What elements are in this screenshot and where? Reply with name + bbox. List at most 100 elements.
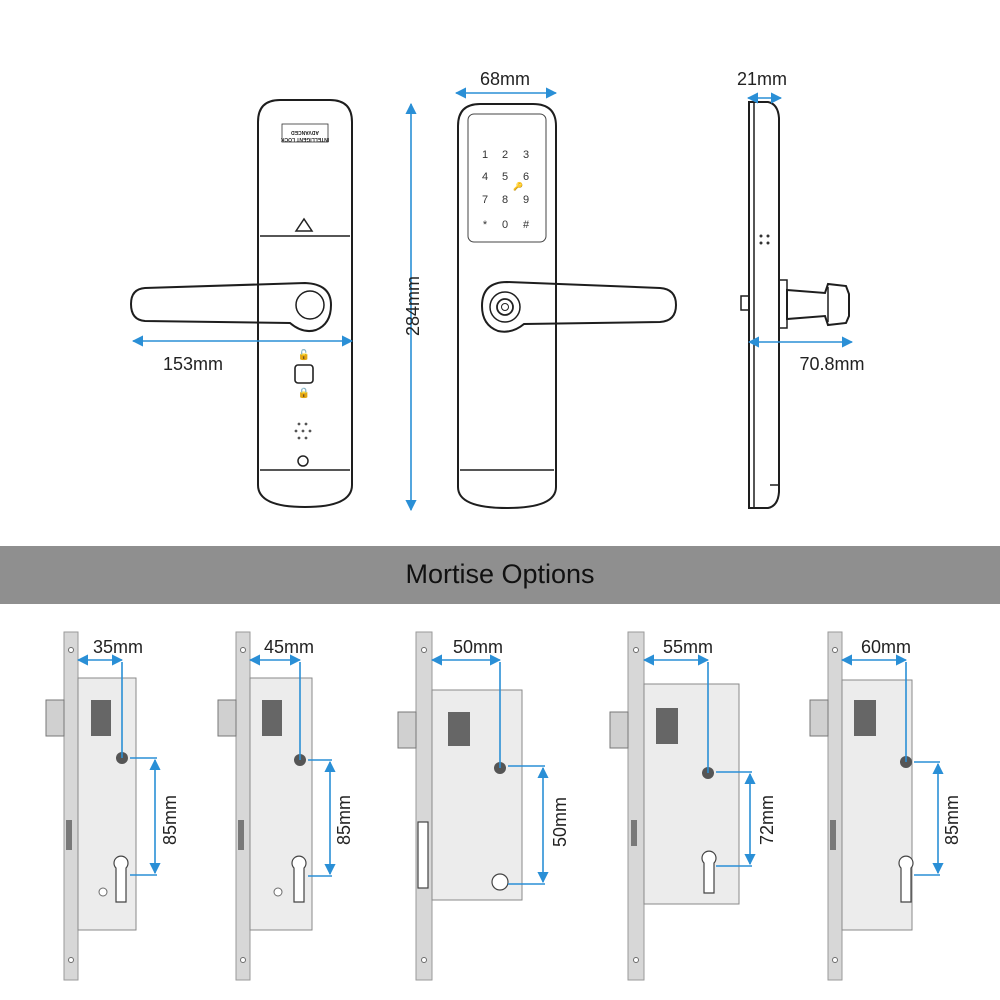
mortise-latch-bolt: [809, 699, 829, 737]
keypad-key[interactable]: *: [483, 219, 488, 231]
faceplate-screw-hole: [832, 647, 838, 653]
mortise-option-1: 35mm 85mm: [45, 631, 180, 981]
mortise-option-4: 55mm 72mm: [609, 631, 777, 981]
mortise-faceplate: [415, 631, 433, 981]
keypad-key[interactable]: 5: [502, 171, 508, 183]
mortise-cylinder-hole: [898, 855, 914, 903]
mortise-screw-hole: [98, 887, 108, 897]
keypad-key[interactable]: 6: [523, 171, 529, 183]
mortise-screw-hole: [273, 887, 283, 897]
mortise-faceplate: [827, 631, 843, 981]
front-view-lock: 1 2 3 4 5 6 7 8 9 * 0 # 🔑: [457, 103, 678, 510]
back-logo-line-2: INTELLIGENT LOCK: [280, 136, 329, 142]
mortise-cylinder-hole: [113, 855, 129, 903]
back-lock-body: [257, 99, 353, 509]
keypad-key[interactable]: 3: [523, 149, 529, 161]
mortise-option-5: 60mm 85mm: [809, 631, 962, 981]
mortise-side-slot: [830, 820, 836, 850]
keypad-key[interactable]: 0: [502, 219, 508, 231]
dimension-label-front-width: 68mm: [480, 69, 530, 89]
mortise-center-label: 85mm: [334, 795, 354, 845]
front-handle-rose: [489, 291, 521, 323]
lock-closed-icon: 🔒: [298, 387, 310, 399]
keypad-key[interactable]: 2: [502, 149, 508, 161]
reset-button[interactable]: [297, 455, 309, 467]
fingerprint-sensor[interactable]: [496, 298, 514, 316]
back-view-lock: ADVANCED INTELLIGENT LOCK 🔓 🔒: [129, 99, 353, 509]
mortise-center-label: 85mm: [160, 795, 180, 845]
mortise-backset-label: 55mm: [663, 637, 713, 657]
dimension-label-handle-projection: 70.8mm: [799, 354, 864, 374]
dimension-front-width: 68mm: [454, 69, 558, 99]
faceplate-screw-hole: [68, 957, 74, 963]
mortise-backset-label: 50mm: [453, 637, 503, 657]
mortise-case: [841, 679, 913, 931]
mortise-side-slot: [66, 820, 72, 850]
dimension-label-height: 284mm: [403, 276, 423, 336]
back-logo-plate: [281, 123, 329, 143]
speaker-grille: [294, 422, 312, 440]
mortise-latch-bolt: [397, 711, 417, 749]
mortise-center-label: 72mm: [757, 795, 777, 845]
keypad-panel: [467, 113, 547, 243]
mortise-backset-label: 60mm: [861, 637, 911, 657]
side-cylinder-stub: [740, 295, 750, 311]
mortise-slot: [91, 700, 111, 736]
mortise-backset-label: 35mm: [93, 637, 143, 657]
keypad-key[interactable]: 9: [523, 194, 529, 206]
side-handle-base: [778, 279, 788, 329]
privacy-slider[interactable]: [294, 364, 314, 384]
keypad-key[interactable]: 7: [482, 194, 488, 206]
side-view-lock: [740, 101, 850, 509]
faceplate-screw-hole: [421, 647, 427, 653]
dimension-height: 284mm: [403, 102, 423, 512]
keypad-key[interactable]: 1: [482, 149, 488, 161]
lock-open-icon: 🔓: [298, 348, 310, 361]
front-lock-body: [457, 103, 557, 510]
mortise-cylinder-hole: [701, 850, 717, 894]
mortise-slot: [656, 708, 678, 744]
mortise-faceplate: [627, 631, 645, 981]
mortise-option-2: 45mm 85mm: [217, 631, 354, 981]
back-handle-rose: [295, 290, 325, 320]
keypad-key[interactable]: #: [523, 219, 530, 231]
keypad: 1 2 3 4 5 6 7 8 9 * 0 # 🔑: [482, 149, 530, 231]
faceplate-screw-hole: [421, 957, 427, 963]
faceplate-screw-hole: [240, 957, 246, 963]
mortise-side-slot: [631, 820, 637, 846]
mortise-slot: [854, 700, 876, 736]
mortise-latch-bolt: [217, 699, 237, 737]
mortise-options-title: Mortise Options: [405, 559, 594, 589]
side-screw-holes: [759, 234, 770, 245]
mortise-latch-bolt: [45, 699, 65, 737]
mortise-latch-bolt: [609, 711, 629, 749]
front-handle: [480, 280, 678, 333]
mortise-center-label: 50mm: [550, 797, 570, 847]
mortise-cylinder-hole: [291, 855, 307, 903]
mortise-options-banner: [0, 546, 1000, 604]
mortise-cylinder-hole: [491, 873, 509, 891]
mortise-center-label: 85mm: [942, 795, 962, 845]
faceplate-screw-hole: [633, 647, 639, 653]
dimension-handle-length: 153mm: [131, 335, 354, 374]
dimension-label-side-depth: 21mm: [737, 69, 787, 89]
mortise-option-3: 50mm 50mm: [397, 631, 570, 981]
side-handle: [786, 282, 850, 327]
fingerprint-sensor-center: [501, 303, 509, 311]
dimension-label-handle-length: 153mm: [163, 354, 223, 374]
battery-cover-latch-icon: [294, 217, 314, 232]
keypad-key[interactable]: 4: [482, 171, 488, 183]
back-logo-line-1: ADVANCED: [291, 129, 319, 135]
mortise-slot: [262, 700, 282, 736]
mortise-faceplate: [235, 631, 251, 981]
dimension-handle-projection: 70.8mm: [747, 336, 865, 374]
faceplate-screw-hole: [832, 957, 838, 963]
lock-key-icon: 🔑: [513, 181, 523, 191]
mortise-faceplate: [63, 631, 79, 981]
mortise-side-slot: [417, 821, 429, 889]
faceplate-screw-hole: [240, 647, 246, 653]
keypad-key[interactable]: 8: [502, 194, 508, 206]
mortise-side-slot: [238, 820, 244, 850]
faceplate-screw-hole: [68, 647, 74, 653]
